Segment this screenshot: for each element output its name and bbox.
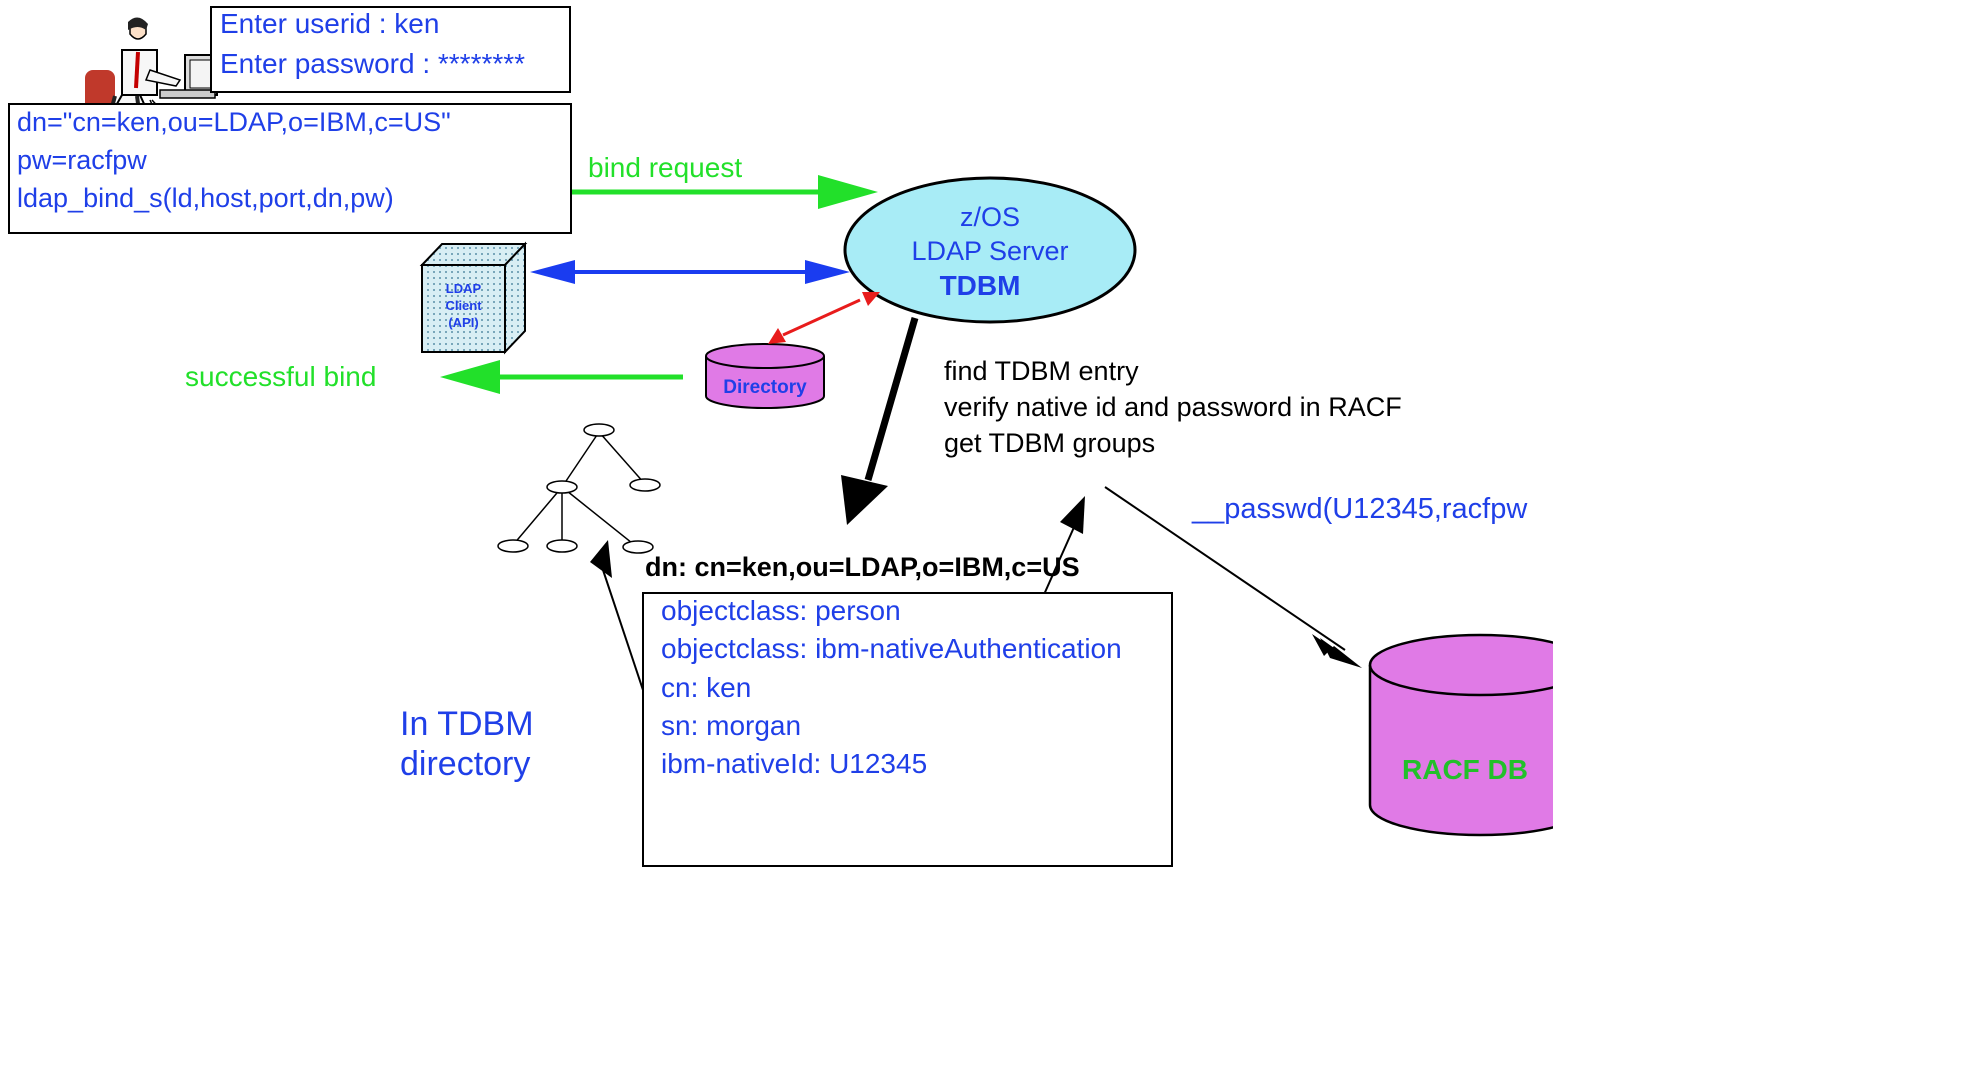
attr-native-id: ibm-nativeId: U12345 bbox=[661, 748, 928, 779]
code-line-pw: pw=racfpw bbox=[17, 145, 147, 175]
server-to-entry-arrow bbox=[841, 317, 919, 525]
entry-attributes-box bbox=[642, 592, 1173, 867]
step-verify-racf: verify native id and password in RACF bbox=[944, 392, 1402, 422]
user-at-computer-icon bbox=[85, 17, 218, 130]
racf-db-label: RACF DB bbox=[1402, 754, 1528, 785]
successful-bind-arrow bbox=[440, 360, 683, 394]
login-prompt-box bbox=[210, 6, 571, 93]
server-label-tdbm: TDBM bbox=[939, 270, 1021, 301]
bind-code-box bbox=[8, 103, 572, 234]
client-label-2: Client bbox=[445, 298, 482, 313]
step-find-entry: find TDBM entry bbox=[944, 356, 1139, 386]
tdbm-caption-line1: In TDBM bbox=[400, 705, 534, 743]
attr-objectclass-person: objectclass: person bbox=[661, 595, 901, 626]
server-label-ldap: LDAP Server bbox=[911, 236, 1069, 266]
attr-cn: cn: ken bbox=[661, 672, 752, 703]
directory-tree-icon bbox=[497, 423, 661, 554]
tdbm-caption-line2: directory bbox=[400, 745, 531, 783]
directory-label: Directory bbox=[723, 377, 807, 398]
attr-sn: sn: morgan bbox=[661, 710, 802, 741]
ldap-server-node bbox=[843, 176, 1137, 324]
bind-request-label: bind request bbox=[588, 152, 743, 183]
client-label-3: (API) bbox=[448, 315, 479, 330]
steps-to-racf-arrow bbox=[1104, 486, 1362, 668]
bind-request-arrow bbox=[548, 175, 878, 209]
step-get-groups: get TDBM groups bbox=[944, 428, 1156, 458]
attr-objectclass-native: objectclass: ibm-nativeAuthentication bbox=[661, 633, 1122, 664]
directory-cylinder bbox=[705, 343, 825, 409]
code-line-dn: dn="cn=ken,ou=LDAP,o=IBM,c=US" bbox=[17, 107, 451, 137]
crop-margin bbox=[1553, 0, 1977, 1081]
userid-line: Enter userid : ken bbox=[220, 8, 440, 39]
password-line: Enter password : ******** bbox=[220, 48, 526, 79]
entry-dn: dn: cn=ken,ou=LDAP,o=IBM,c=US bbox=[645, 552, 1080, 582]
client-label-1: LDAP bbox=[445, 281, 482, 296]
server-label-zos: z/OS bbox=[959, 202, 1020, 232]
server-directory-arrow bbox=[768, 292, 880, 344]
successful-bind-label: successful bind bbox=[185, 361, 377, 392]
entry-to-tree-arrow bbox=[590, 540, 644, 691]
client-server-arrow bbox=[530, 260, 850, 284]
code-line-call: ldap_bind_s(ld,host,port,dn,pw) bbox=[17, 183, 394, 213]
passwd-call-label: __passwd(U12345,racfpw bbox=[1192, 493, 1528, 525]
ldap-client-cube bbox=[419, 241, 528, 355]
